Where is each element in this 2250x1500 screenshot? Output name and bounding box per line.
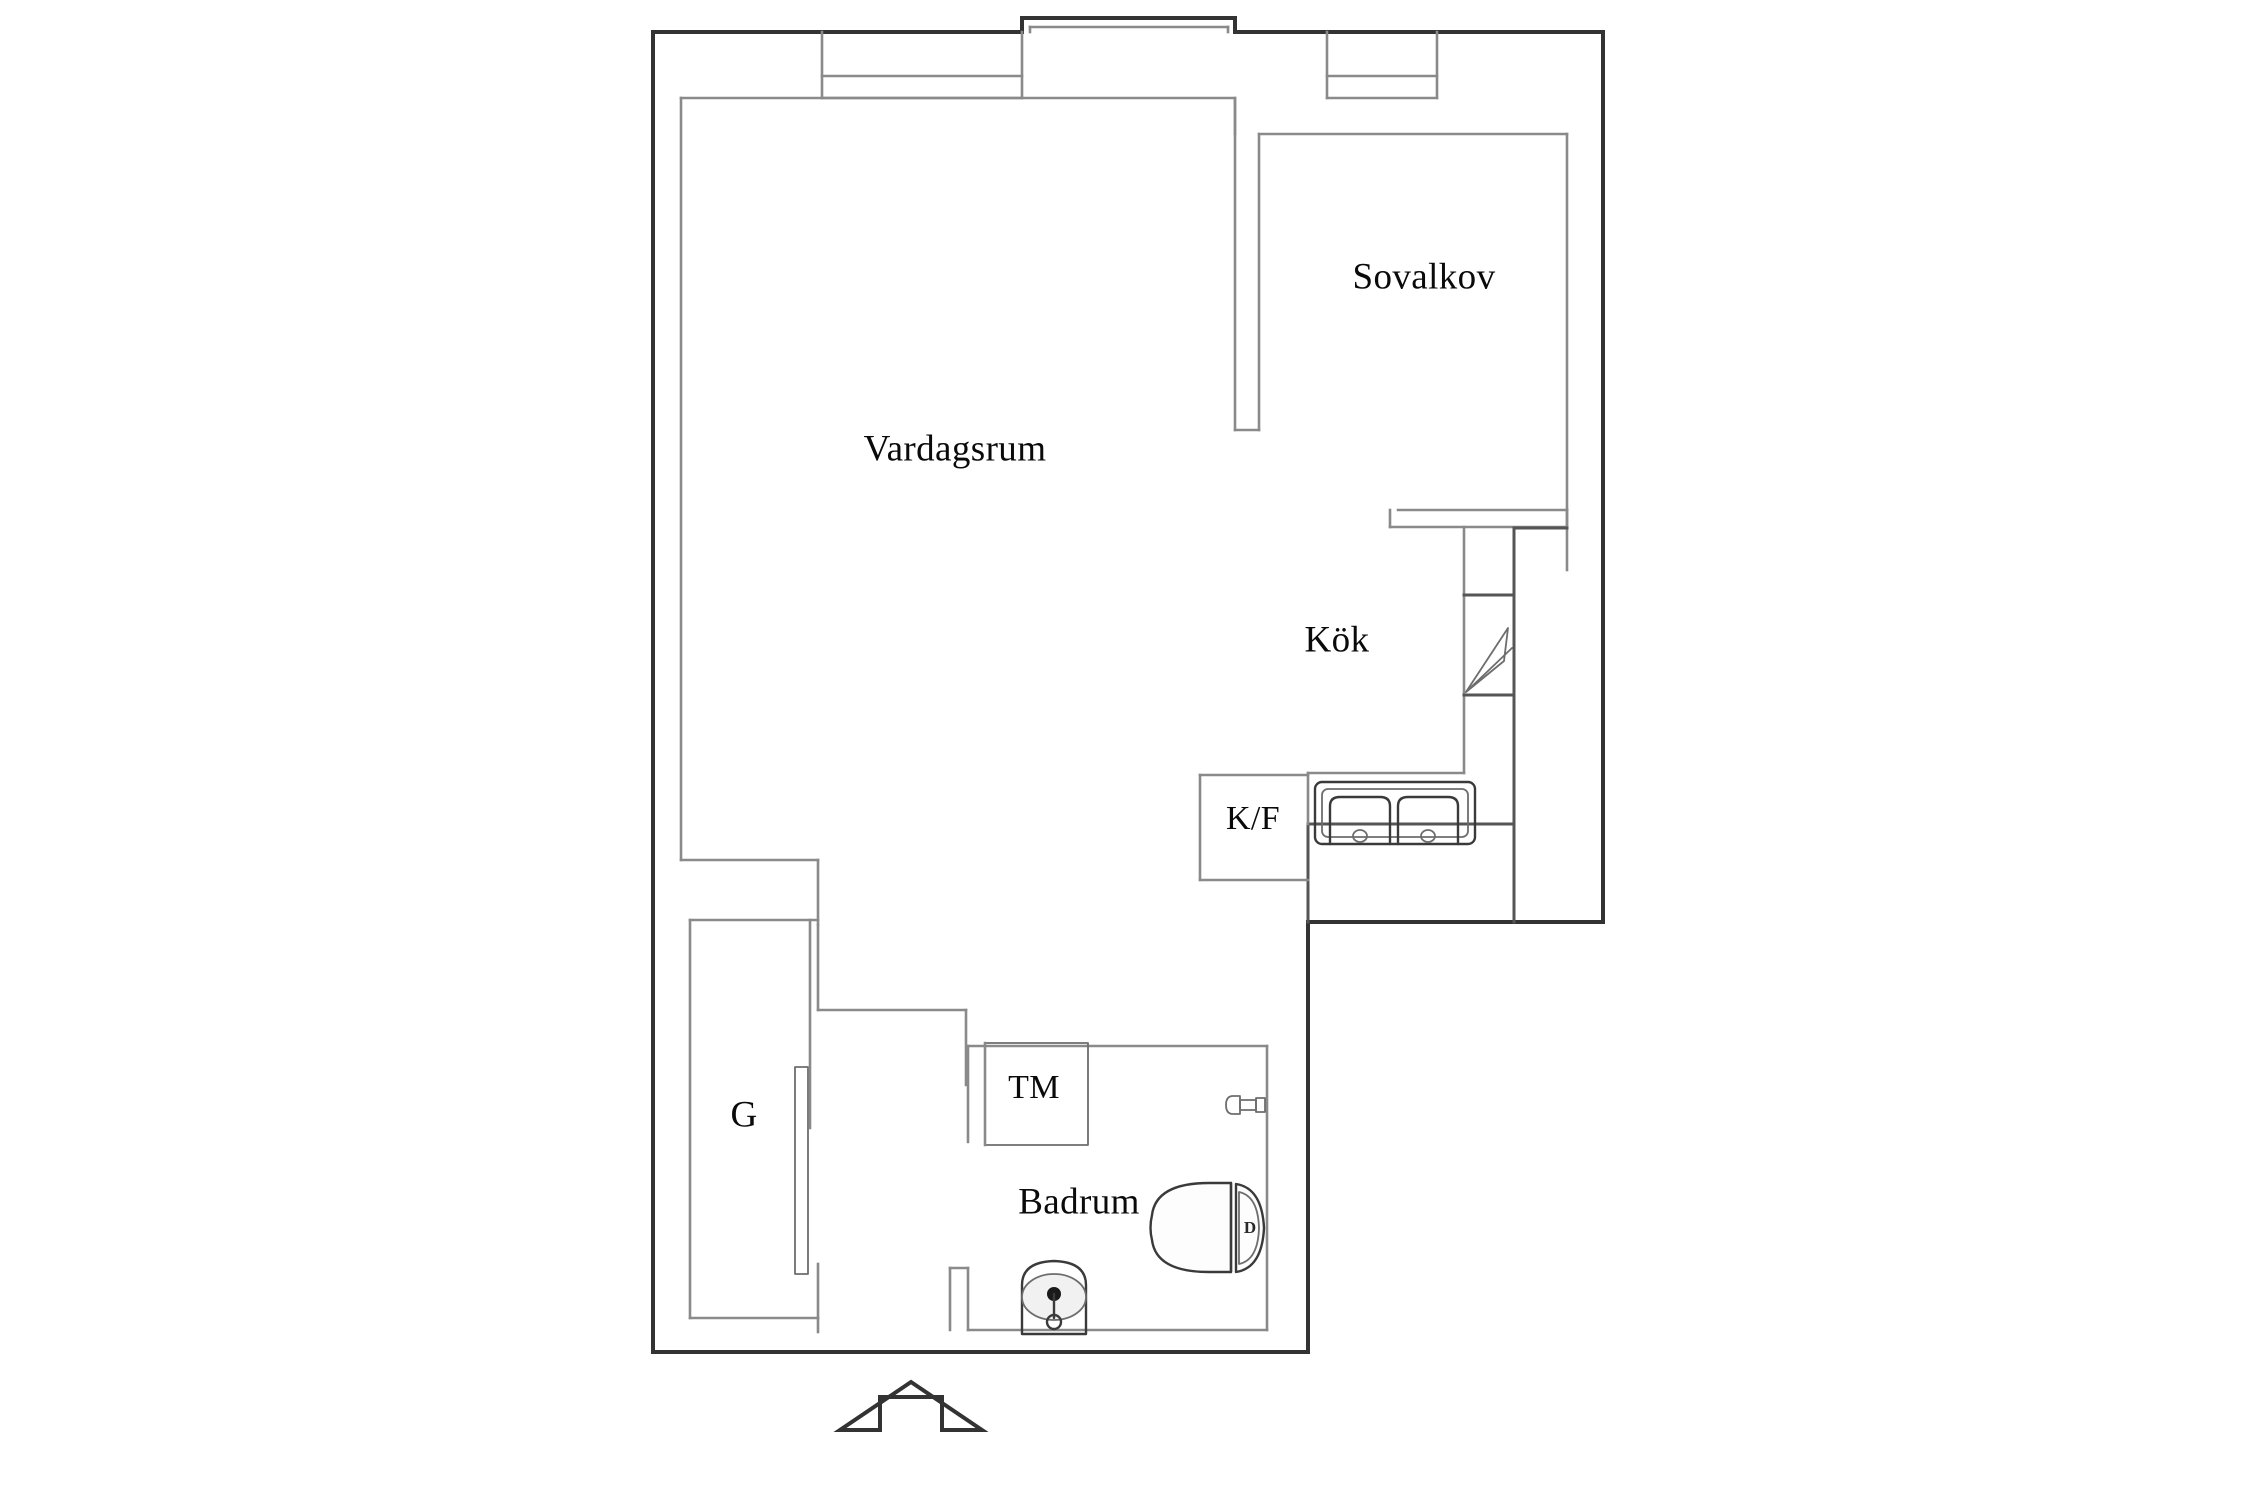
outer-walls bbox=[651, 16, 1605, 1354]
room-label-garderob: G bbox=[730, 1094, 757, 1135]
shower-mixer bbox=[1225, 1095, 1266, 1115]
room-label-tvattmaskin: TM bbox=[1008, 1069, 1060, 1106]
kylfrys-walls bbox=[1198, 773, 1310, 882]
toilet: D bbox=[1149, 1181, 1266, 1274]
room-label-kylfrys: K/F bbox=[1226, 800, 1280, 837]
room-label-kok: Kök bbox=[1305, 619, 1370, 660]
vardagsrum-walls bbox=[679, 96, 1237, 1087]
garderob-walls bbox=[688, 918, 820, 1320]
room-labels: Vardagsrum Sovalkov Kök K/F G TM Badrum bbox=[730, 256, 1495, 1222]
room-label-vardagsrum: Vardagsrum bbox=[864, 428, 1047, 469]
room-label-badrum: Badrum bbox=[1018, 1181, 1140, 1222]
window-left bbox=[820, 30, 1024, 100]
kok-walls bbox=[1306, 508, 1569, 924]
badrum-walls bbox=[948, 1044, 1269, 1332]
toilet-mark: D bbox=[1244, 1218, 1256, 1237]
window-right bbox=[1325, 30, 1439, 100]
room-label-sovalkov: Sovalkov bbox=[1353, 256, 1496, 297]
kitchen-sink bbox=[1313, 780, 1477, 846]
sovalkov-walls bbox=[1233, 96, 1569, 572]
building-outline bbox=[651, 16, 1605, 1354]
wash-basin bbox=[1020, 1259, 1088, 1336]
balcony-door-recess bbox=[1028, 25, 1230, 34]
washing-machine bbox=[983, 1041, 1089, 1147]
entrance-arrow[interactable] bbox=[833, 1379, 989, 1432]
